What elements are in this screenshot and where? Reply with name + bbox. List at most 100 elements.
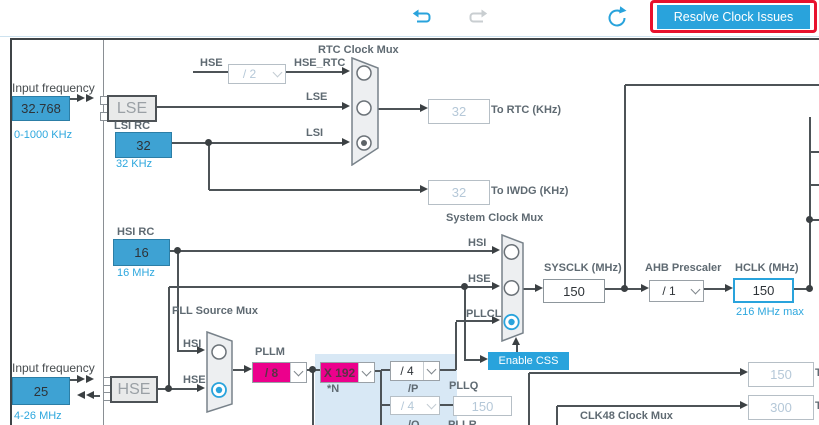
rtc-hse-div2-dropdown[interactable]: / 2 [228,64,286,84]
lse-osc-block[interactable]: LSE [107,95,157,122]
arrowhead [86,94,94,102]
right-output-field-2: 300 [748,395,814,420]
canvas-border-left [10,38,12,425]
arrowhead [342,138,350,146]
wire [456,320,492,322]
wire [312,371,314,425]
pllm-label: PLLM [255,346,285,358]
wire [464,359,480,361]
arrowhead [197,384,205,392]
arrowhead [492,282,500,290]
undo-button[interactable] [412,8,434,28]
chevron-down-icon [424,397,439,414]
rtc-hse-div2-value: / 2 [242,67,257,81]
lsi-rc-title: LSI RC [114,120,151,132]
arrowhead [77,391,85,399]
pllr-label-clipped: PLLR [448,419,477,425]
wire [794,288,810,290]
hse-input-frequency-field[interactable]: 25 [12,377,70,405]
plln-mult-label: *N [327,383,340,395]
lse-range-label: 0-1000 KHz [14,129,73,141]
arrowhead [535,284,543,292]
pllp-dropdown[interactable]: / 4 [390,361,440,381]
clk48-clock-mux-title: CLK48 Clock Mux [580,410,673,422]
arrowhead [197,346,205,354]
to-iwdg-label: To IWDG (KHz) [491,185,569,197]
sys-hsi-label: HSI [468,237,487,249]
lsi-rc-field[interactable]: 32 [115,132,172,158]
chevron-down-icon [423,362,439,380]
wire [157,106,342,108]
wire [381,404,390,406]
wire [373,370,381,372]
undo-icon [412,9,431,23]
arrowhead [740,368,748,376]
pllq-dropdown[interactable]: / 4 [390,396,440,415]
wire [810,184,819,186]
arrowhead [492,316,500,324]
system-clock-mux[interactable] [501,233,524,343]
rtc-lsi-label: LSI [306,127,324,139]
chevron-down-icon [688,281,703,301]
rtc-clock-mux[interactable] [351,56,379,167]
pllq-label: PLLQ [449,380,479,392]
enable-css-button[interactable]: Enable CSS [488,352,569,370]
arrowhead [492,246,500,254]
hse-range-label: 4-26 MHz [14,410,62,422]
refresh-icon [608,6,627,27]
arrowhead [480,355,488,363]
arrowhead [420,104,428,112]
wire [529,372,740,374]
lse-input-frequency-field[interactable]: 32.768 [12,96,70,121]
hse-input-frequency-label: Input frequency [12,361,95,375]
right-output-label-1: To [815,367,819,379]
wire [557,405,740,407]
wire [516,345,518,352]
sysclk-field[interactable]: 150 [543,279,605,303]
wire [528,373,530,425]
hsi-rc-field[interactable]: 16 [113,239,170,266]
wire [158,388,197,390]
pllq-div-label-clipped: /Q [408,419,420,425]
resolve-clock-issues-button[interactable]: Resolve Clock Issues [657,5,810,29]
redo-button[interactable] [466,8,488,28]
hclk-field[interactable]: 150 [733,278,794,303]
arrowhead [342,102,350,110]
chevron-down-icon [270,65,285,83]
arrowhead [420,185,428,193]
pllm-dropdown[interactable]: / 8 [252,362,307,383]
to-iwdg-field: 32 [428,180,490,205]
arrowhead [86,375,94,383]
toolbar-divider [0,36,819,37]
hclk-label: HCLK (MHz) [735,262,799,274]
rtc-hse-label: HSE [200,57,223,69]
wire [523,288,535,290]
junction-dot [806,216,813,223]
right-output-label-2: To [815,400,819,412]
wire [380,370,382,425]
wire [170,142,342,144]
refresh-button[interactable] [605,5,629,31]
plln-dropdown[interactable]: X 192 [320,362,375,383]
wire [624,85,626,290]
ahb-prescaler-dropdown[interactable]: / 1 [649,280,704,302]
junction-dot [174,247,181,254]
wire [168,250,492,252]
system-clock-mux-title: System Clock Mux [446,212,544,224]
wire [438,369,456,371]
rtc-hse-rtc-label: HSE_RTC [294,57,346,69]
pllp-div-label: /P [408,383,419,395]
wire [809,117,811,291]
pll-source-mux[interactable] [206,330,233,414]
hsi-freq-label: 16 MHz [117,267,155,279]
hse-osc-block[interactable]: HSE [110,376,158,403]
wire [381,369,390,371]
wire [810,219,819,221]
pllp-value: / 4 [400,364,414,378]
arrowhead [77,375,85,383]
pllq-div-value: / 4 [400,398,415,413]
lse-input-frequency-label: Input frequency [12,81,95,95]
wire [68,98,77,100]
pll-source-mux-title: PLL Source Mux [172,305,258,317]
